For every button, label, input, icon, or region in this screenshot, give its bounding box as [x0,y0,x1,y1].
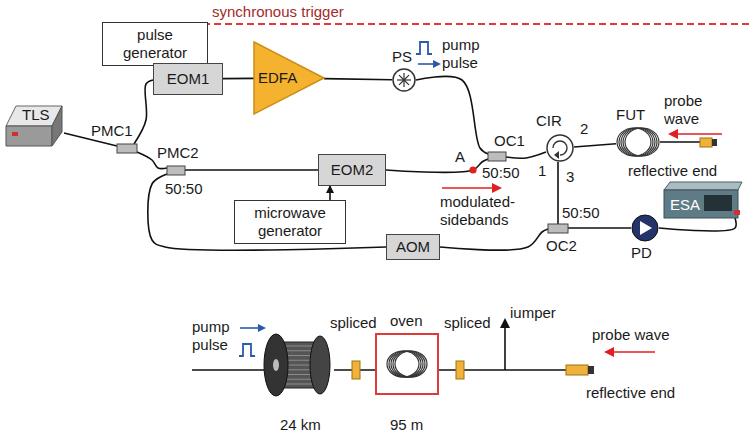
fiber-connector [568,227,631,229]
fiber-connector [134,80,153,144]
node-label: TLS [22,106,50,124]
scrambler-symbol-outline [392,68,416,92]
signal-label: modulated-sidebands [440,193,532,229]
pump-arrow [416,42,441,68]
node-label: oven [390,312,423,330]
node-label: PMC2 [157,144,199,162]
fiber-spool: 24 km [262,332,334,398]
fiber-connector [557,162,559,224]
node-label: PD [631,244,652,262]
node-label: CIR [536,112,562,130]
node-label: 50:50 [562,204,600,222]
signal-label: pump pulse [442,36,488,72]
point-label: A [455,148,465,166]
scrambler-symbol: PS [392,68,416,92]
photodetector-symbol: PD [631,214,659,242]
modulator-box: EOM1 [153,63,223,95]
node-label: pulse generator [103,26,207,62]
amplifier-triangle: EDFA [254,42,324,114]
node-label: ESA [670,196,700,214]
node-label: EOM1 [167,70,210,88]
coupler: 50:50OC2 [548,224,568,233]
node-label: OC2 [546,237,577,255]
fiber-connector [416,76,488,154]
device-box: pulse generator [102,22,208,66]
coupler-outline [488,152,506,161]
trigger-line [203,23,753,25]
coupler-outline [167,166,185,175]
node-label: FUT [616,106,645,124]
probe-arrow [668,129,722,139]
port-number: 1 [538,162,546,180]
fiber-end [660,138,717,147]
fiber-connector [574,144,616,147]
signal-label: pump pulse [192,318,238,354]
node-label: 50:50 [165,180,203,198]
node-label: EOM2 [331,161,374,179]
fiber-coil: FUT [616,126,660,158]
node-label: OC1 [494,132,525,150]
node-label: 50:50 [482,164,520,182]
note-label: iumper [510,304,556,322]
signal-label: synchronous trigger [212,3,344,21]
port-number: 3 [566,168,574,186]
pump-arrow [239,324,266,356]
coupler-outline [548,224,568,233]
jumper-arrow [500,318,510,370]
fiber-connector [223,78,254,80]
circulator-symbol: CIR [546,134,574,162]
point-marker [469,166,476,173]
coupler: OC150:50 [488,152,506,161]
photodetector-symbol-outline [631,214,659,242]
probe-arrow [604,347,655,357]
fiber-end [566,365,594,375]
node-label: microwave generator [235,204,345,240]
node-label: PMC1 [91,122,133,140]
coupler-outline [117,144,137,153]
note-label: reflective end [586,384,675,402]
node-label: AOM [396,238,430,256]
signal-label: probe wave [592,326,670,344]
fiber-connector [440,229,548,250]
node-label: 95 m [390,416,423,434]
fiber-connector [506,152,546,158]
fiber-coil-outline [616,126,660,158]
note-label: spliced [444,314,491,332]
analyzer-device: ESA [664,182,742,218]
fiber-connector [329,186,331,200]
coupler: PMC1 [117,144,137,153]
signal-label: probe wave [664,92,720,128]
note-label: spliced [330,314,377,332]
fiber-connector [324,79,392,80]
coupler: PMC250:50 [167,166,185,175]
laser-source: TLS [6,104,64,148]
circulator-symbol-outline [546,134,574,162]
splice-marker [456,361,464,379]
oven-box: oven95 m [376,334,438,394]
modulator-box: EOM2 [318,154,386,186]
node-label: PS [392,48,412,66]
oven-box-outline [376,334,438,394]
sideband-arrow [442,183,502,193]
node-label: EDFA [258,69,297,87]
port-number: 2 [580,120,588,138]
note-label: reflective end [628,162,717,180]
fiber-connector [659,218,736,231]
fiber-spool-outline [262,332,334,398]
modulator-box: AOM [386,234,440,260]
node-label: 24 km [280,416,321,434]
device-box: microwave generator [234,200,346,244]
splice-marker [352,361,360,379]
fiber-connector [185,169,318,171]
